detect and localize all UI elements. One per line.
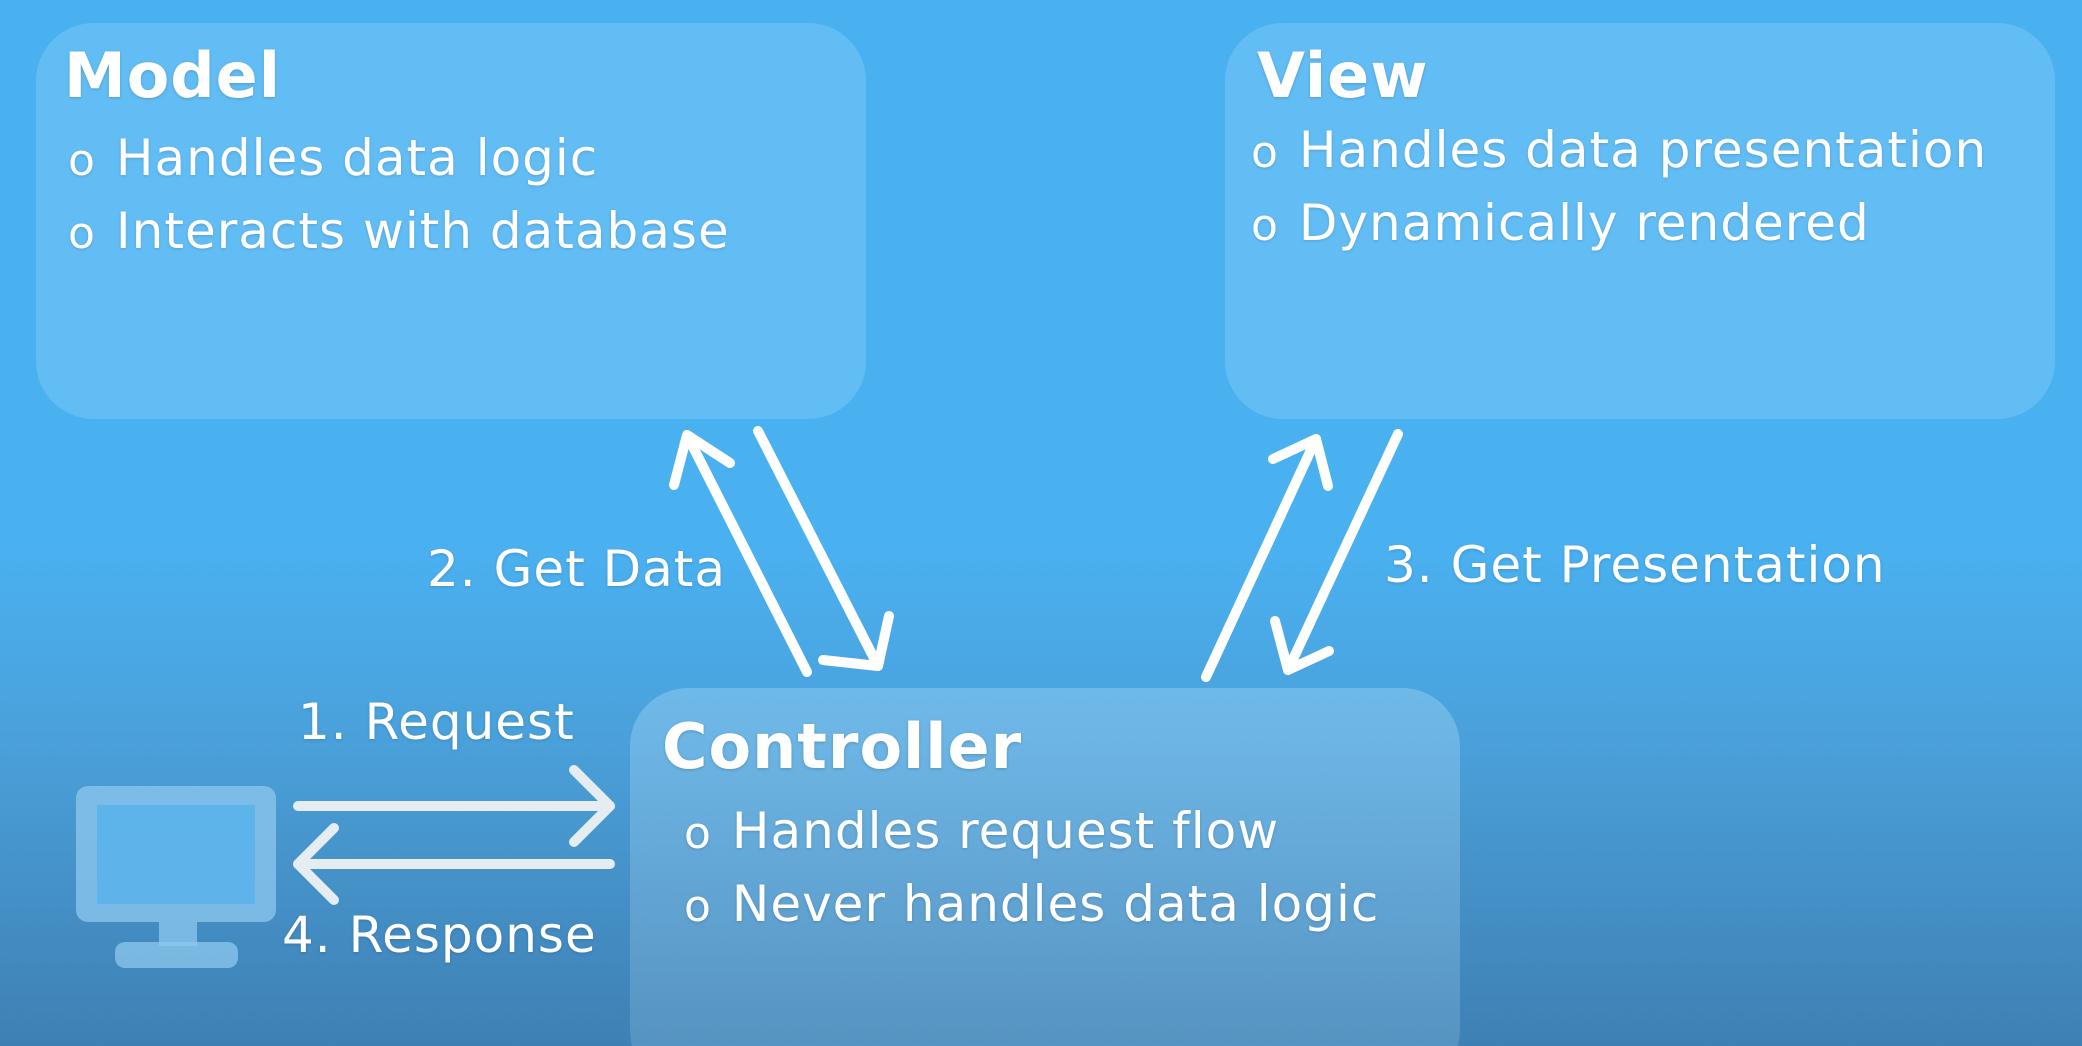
list-item: o Never handles data logic [684, 869, 1379, 942]
bullet-marker: o [684, 808, 712, 859]
list-item: o Handles data presentation [1251, 115, 1987, 188]
computer-monitor-icon [76, 786, 276, 968]
response-arrow [293, 823, 615, 905]
list-item: o Dynamically rendered [1251, 188, 1987, 261]
view-title: View [1257, 39, 1429, 112]
bullet-marker: o [684, 881, 712, 932]
request-arrow [293, 765, 615, 847]
get-data-label: 2. Get Data [427, 540, 726, 598]
list-item: o Interacts with database [68, 196, 730, 269]
bullet-marker: o [68, 208, 96, 259]
bullet-text: Handles request flow [731, 802, 1280, 860]
bullet-marker: o [1251, 127, 1279, 178]
model-title: Model [64, 39, 281, 112]
get-data-arrow-to-model [669, 430, 812, 677]
bullet-text: Interacts with database [115, 202, 730, 260]
response-label: 4. Response [282, 906, 597, 964]
request-label: 1. Request [298, 693, 575, 751]
bullet-text: Handles data presentation [1298, 121, 1988, 179]
get-presentation-arrow-to-view [1201, 434, 1333, 682]
bullet-text: Dynamically rendered [1298, 194, 1870, 252]
bullet-marker: o [68, 135, 96, 186]
get-presentation-arrow-to-controller [1270, 429, 1403, 675]
bullet-marker: o [1251, 200, 1279, 251]
bullet-text: Never handles data logic [731, 875, 1380, 933]
get-data-arrow-to-controller [753, 426, 894, 671]
list-item: o Handles data logic [68, 123, 730, 196]
get-presentation-label: 3. Get Presentation [1384, 536, 1886, 594]
list-item: o Handles request flow [684, 796, 1379, 869]
controller-title: Controller [662, 710, 1023, 783]
bullet-text: Handles data logic [115, 129, 599, 187]
